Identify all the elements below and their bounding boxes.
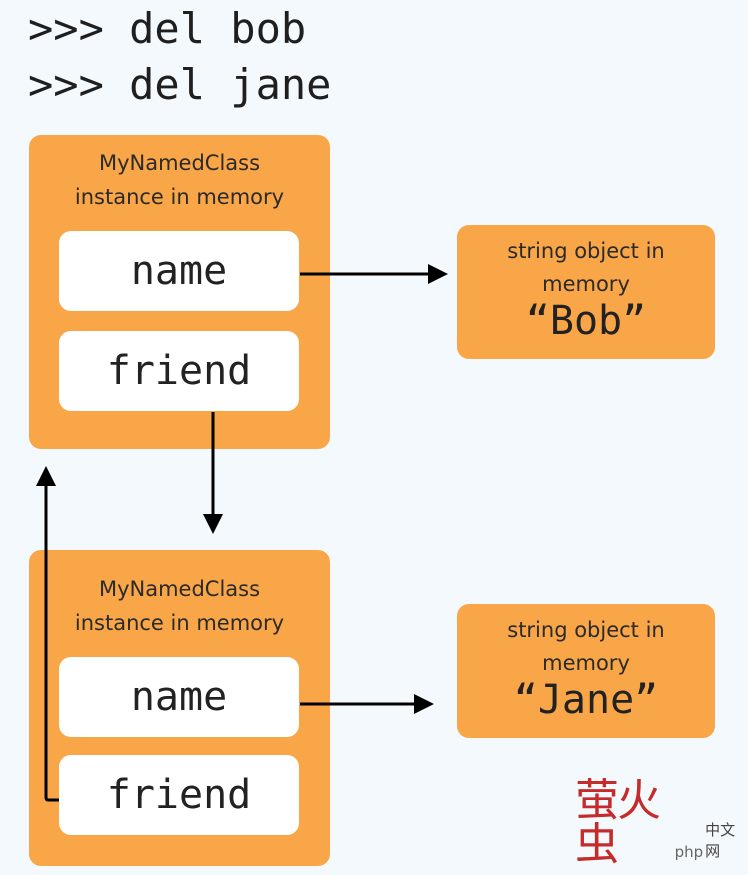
instance-title: MyNamedClass instance in memory bbox=[74, 151, 285, 209]
instance-box-jane: MyNamedClass instance in memory name fri… bbox=[29, 550, 330, 866]
watermark-cn: 中文网 bbox=[705, 821, 736, 860]
string-label: string object in memory bbox=[507, 239, 665, 296]
instance-title: MyNamedClass instance in memory bbox=[74, 577, 285, 635]
string-object-jane: string object in memory “Jane” bbox=[457, 604, 715, 738]
string-value-bob: “Bob” bbox=[525, 298, 647, 344]
arrow-bob-name-to-string bbox=[300, 264, 448, 284]
arrow-bob-friend-to-jane bbox=[203, 412, 223, 534]
field-friend: friend bbox=[59, 755, 299, 835]
string-object-bob: string object in memory “Bob” bbox=[457, 225, 715, 359]
string-value-jane: “Jane” bbox=[513, 677, 659, 723]
watermark-logo: 萤火虫 php 中文网 bbox=[575, 779, 740, 867]
field-name: name bbox=[59, 657, 299, 737]
watermark-chinese: 萤火虫 bbox=[575, 775, 661, 870]
code-line-del-jane: >>> del jane bbox=[28, 60, 332, 109]
instance-box-bob: MyNamedClass instance in memory name fri… bbox=[29, 135, 330, 449]
string-label: string object in memory bbox=[507, 618, 665, 675]
arrow-jane-name-to-string bbox=[300, 694, 434, 714]
field-friend: friend bbox=[59, 331, 299, 411]
arrow-jane-friend-to-bob bbox=[36, 466, 59, 802]
field-name: name bbox=[59, 231, 299, 311]
watermark-php: php bbox=[674, 843, 704, 861]
code-line-del-bob: >>> del bob bbox=[28, 4, 307, 53]
